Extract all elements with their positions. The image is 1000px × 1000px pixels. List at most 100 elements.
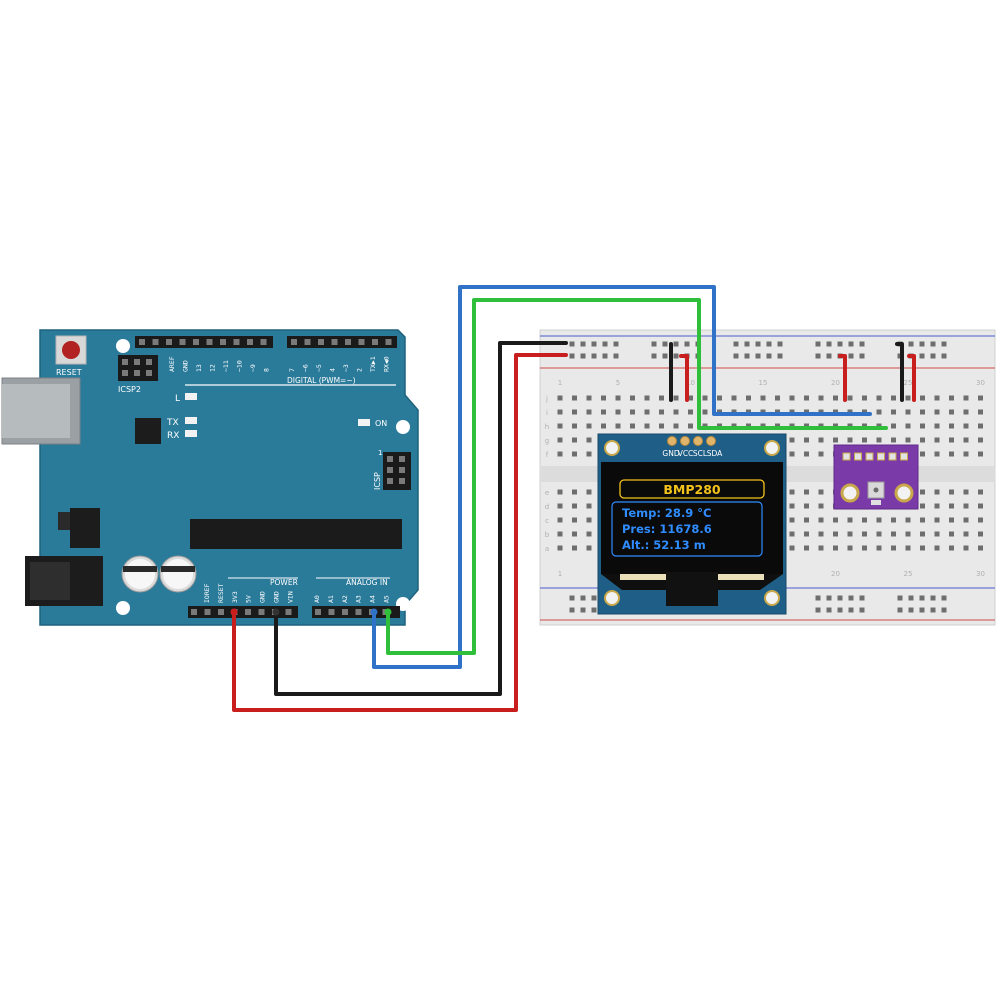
capacitor bbox=[121, 555, 159, 593]
usb-chip bbox=[135, 418, 161, 444]
icsp-label: ICSP bbox=[373, 472, 382, 490]
digital-pin-label: RX◀0 bbox=[383, 356, 391, 372]
power-pin-label: RESET bbox=[217, 583, 225, 603]
wire-gnd[interactable] bbox=[274, 341, 568, 696]
icsp2-label: ICSP2 bbox=[118, 385, 141, 394]
power-pin-label: 3V3 bbox=[231, 591, 239, 603]
mounting-hole bbox=[840, 483, 860, 503]
digital-pin-label: ~6 bbox=[302, 364, 310, 372]
rx-led-label: RX bbox=[167, 431, 179, 441]
power-pin-label: IOREF bbox=[203, 583, 211, 603]
analog-pin-label: A5 bbox=[383, 595, 391, 603]
wire-scl[interactable] bbox=[372, 285, 872, 669]
oled-pin-label: VCC bbox=[678, 449, 694, 458]
analog-pin-label: A2 bbox=[341, 595, 349, 603]
mounting-hole bbox=[894, 483, 914, 503]
analog-pin-label: A1 bbox=[327, 595, 335, 603]
digital-pin-label: 4 bbox=[329, 368, 337, 372]
digital-pin-label: ~9 bbox=[249, 364, 257, 372]
oled-reading-line: Alt.: 52.13 m bbox=[622, 538, 706, 552]
power-label: POWER bbox=[270, 578, 298, 587]
digital-pin-label: 7 bbox=[288, 368, 296, 372]
row-letter: e bbox=[545, 489, 549, 497]
digital-pin-label: ~3 bbox=[342, 364, 350, 372]
row-letter: c bbox=[545, 517, 549, 525]
digital-pin-label: 8 bbox=[263, 368, 271, 372]
column-number: 30 bbox=[976, 379, 985, 387]
digital-pin-label: GND bbox=[182, 360, 190, 372]
reset-button[interactable] bbox=[55, 335, 87, 365]
digital-pin-label: TX▶1 bbox=[369, 356, 377, 372]
column-number: 20 bbox=[831, 570, 840, 578]
mounting-hole bbox=[604, 440, 620, 456]
column-number: 15 bbox=[759, 379, 768, 387]
oled-pin-label: GND bbox=[662, 449, 679, 458]
digital-pin-label: AREF bbox=[168, 356, 176, 372]
digital-pin-label: 2 bbox=[356, 368, 364, 372]
tx-led bbox=[185, 417, 197, 424]
digital-pin-label: 13 bbox=[195, 364, 203, 372]
column-number: 1 bbox=[558, 379, 562, 387]
jumper-gnd-sensor[interactable] bbox=[895, 342, 904, 402]
mounting-hole bbox=[604, 590, 620, 606]
capacitor bbox=[159, 555, 197, 593]
tx-led-label: TX bbox=[166, 418, 179, 428]
flex-cable bbox=[666, 572, 718, 606]
digital-header bbox=[135, 336, 397, 348]
jumper-vcc-sensor[interactable] bbox=[838, 354, 847, 402]
row-letter: h bbox=[545, 423, 549, 431]
digital-pin-label: ~10 bbox=[236, 360, 244, 372]
digital-label: DIGITAL (PWM=~) bbox=[287, 376, 356, 385]
wire-sda[interactable] bbox=[386, 298, 888, 655]
l-led-label: L bbox=[175, 394, 180, 404]
icsp2-header bbox=[118, 355, 158, 381]
l-led bbox=[185, 393, 197, 400]
analog-label: ANALOG IN bbox=[346, 578, 388, 587]
digital-pin-label: ~5 bbox=[315, 364, 323, 372]
row-letter: f bbox=[546, 451, 549, 459]
oled-title-box bbox=[619, 479, 765, 499]
voltage-regulator bbox=[58, 508, 100, 548]
column-number: 30 bbox=[976, 570, 985, 578]
icsp-header bbox=[383, 452, 411, 490]
column-number: 20 bbox=[831, 379, 840, 387]
mounting-hole bbox=[396, 420, 410, 434]
reset-label: RESET bbox=[56, 368, 82, 377]
jumper-vcc-oled[interactable] bbox=[679, 354, 689, 402]
rx-led bbox=[185, 430, 197, 437]
row-letter: b bbox=[545, 531, 550, 539]
on-led bbox=[358, 419, 370, 426]
power-pin-label: GND bbox=[273, 591, 281, 603]
column-number: 25 bbox=[904, 379, 913, 387]
mounting-hole bbox=[116, 339, 130, 353]
digital-pin-label: ~11 bbox=[222, 360, 230, 372]
on-led-label: ON bbox=[375, 419, 387, 428]
row-letter: i bbox=[546, 409, 548, 417]
analog-pin-label: A3 bbox=[355, 595, 363, 603]
column-number: 10 bbox=[686, 379, 695, 387]
analog-pin-label: A4 bbox=[369, 595, 377, 603]
power-header bbox=[188, 606, 400, 618]
power-pin-label: VIN bbox=[286, 591, 294, 603]
power-pin-label: GND bbox=[259, 591, 267, 603]
jumper-vcc-sensor-2[interactable] bbox=[907, 354, 916, 402]
wire-vcc[interactable] bbox=[232, 353, 568, 712]
row-letter: j bbox=[545, 395, 548, 403]
row-letter: d bbox=[545, 503, 549, 511]
atmega-chip bbox=[190, 519, 402, 549]
power-pin-label: 5V bbox=[245, 595, 253, 603]
digital-pin-label: 12 bbox=[209, 364, 217, 372]
oled-pin-label: SCL bbox=[693, 449, 708, 458]
mounting-hole bbox=[764, 440, 780, 456]
oled-reading-line: Pres: 11678.6 bbox=[622, 522, 712, 536]
column-number: 25 bbox=[904, 570, 913, 578]
row-letter: g bbox=[545, 437, 549, 445]
row-letter: a bbox=[545, 545, 549, 553]
column-number: 5 bbox=[616, 379, 620, 387]
